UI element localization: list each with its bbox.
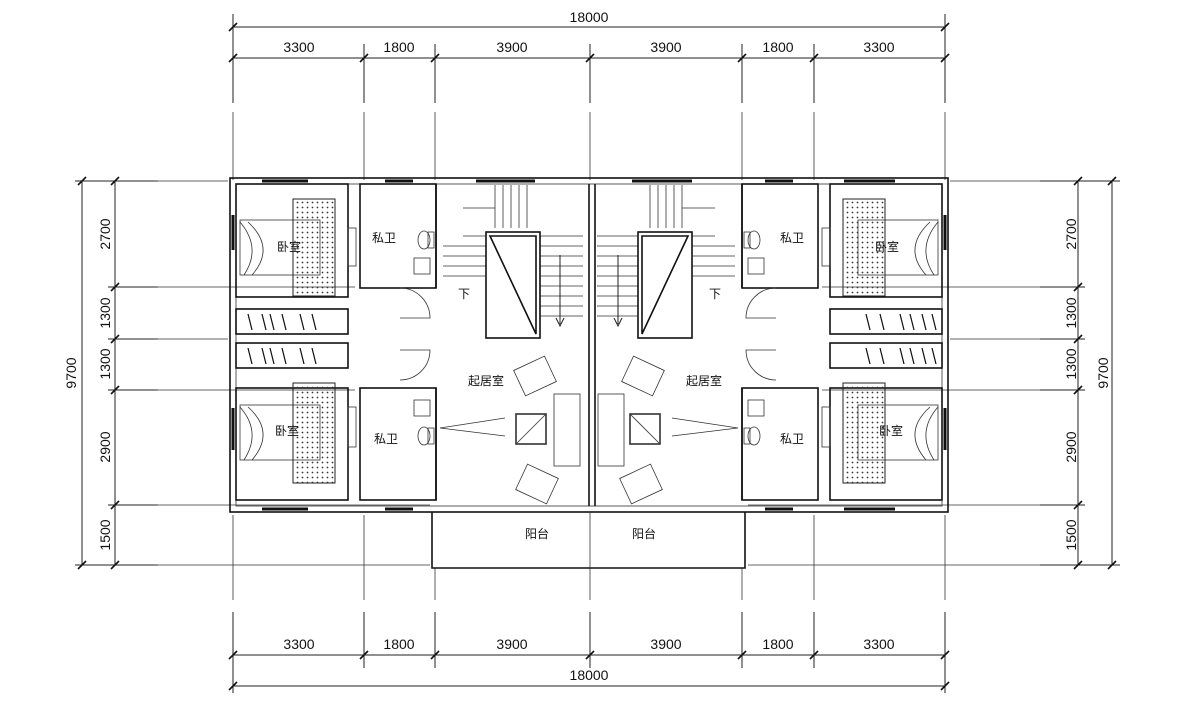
top-total-dimension: 18000 — [570, 9, 609, 25]
balcony-label-right: 阳台 — [632, 526, 656, 541]
bottom-dimension-chain: 3300 1800 3900 3900 1800 3300 18000 — [228, 612, 950, 693]
wardrobes — [247, 313, 937, 365]
top-dimension-chain: 18000 3300 1800 3900 3900 1800 3300 — [228, 9, 950, 103]
bottom-dim-6: 3300 — [863, 636, 894, 652]
bottom-dim-5: 1800 — [762, 636, 793, 652]
left-dim-2: 1300 — [97, 297, 113, 328]
stair-down-label-right: 下 — [709, 287, 721, 301]
right-dim-1: 2700 — [1063, 218, 1079, 249]
bottom-dim-3: 3900 — [496, 636, 527, 652]
top-dim-3: 3900 — [496, 39, 527, 55]
right-dim-3: 1300 — [1063, 348, 1079, 379]
bedroom-label-right-top: 卧室 — [875, 239, 899, 254]
bathroom-label-right-top: 私卫 — [780, 231, 804, 245]
left-dim-5: 1500 — [97, 519, 113, 550]
right-bottom-bed — [821, 382, 939, 484]
left-dimension-chain: 9700 2700 1300 1300 2900 1500 — [63, 176, 158, 570]
right-stair — [597, 185, 735, 339]
axis-lines — [155, 112, 1040, 600]
right-unit-walls — [741, 183, 943, 501]
right-total-dimension: 9700 — [1095, 357, 1111, 388]
top-dim-2: 1800 — [383, 39, 414, 55]
top-dim-6: 3300 — [863, 39, 894, 55]
left-dim-3: 1300 — [97, 348, 113, 379]
left-bottom-bed — [239, 382, 357, 484]
left-total-dimension: 9700 — [63, 357, 79, 388]
living-room-label-left: 起居室 — [468, 373, 504, 388]
top-dim-1: 3300 — [283, 39, 314, 55]
left-living-furniture — [439, 355, 581, 505]
left-top-bed — [239, 198, 357, 297]
bathroom-fixtures — [399, 230, 777, 446]
living-room-label-right: 起居室 — [686, 373, 722, 388]
right-dim-4: 2900 — [1063, 431, 1079, 462]
bottom-dim-4: 3900 — [650, 636, 681, 652]
bathroom-label-left-bottom: 私卫 — [374, 432, 398, 446]
left-dim-1: 2700 — [97, 218, 113, 249]
left-dim-4: 2900 — [97, 431, 113, 462]
bottom-total-dimension: 18000 — [570, 667, 609, 683]
top-dim-5: 1800 — [762, 39, 793, 55]
balcony-label-left: 阳台 — [525, 526, 549, 541]
right-dim-2: 1300 — [1063, 297, 1079, 328]
bathroom-label-right-bottom: 私卫 — [780, 432, 804, 446]
bottom-dim-2: 1800 — [383, 636, 414, 652]
left-stair — [443, 185, 583, 339]
right-dim-5: 1500 — [1063, 519, 1079, 550]
right-top-bed — [821, 198, 939, 297]
building-walls — [229, 177, 949, 569]
bathroom-label-left-top: 私卫 — [372, 231, 396, 245]
bedroom-label-right-bottom: 卧室 — [879, 423, 903, 438]
right-living-furniture — [597, 355, 739, 505]
bedroom-label-left-bottom: 卧室 — [275, 423, 299, 438]
bottom-dim-1: 3300 — [283, 636, 314, 652]
bedroom-label-left-top: 卧室 — [277, 239, 301, 254]
stair-down-label-left: 下 — [458, 287, 470, 301]
right-dimension-chain: 2700 1300 1300 2900 1500 9700 — [1040, 176, 1120, 570]
left-unit-walls — [235, 183, 437, 501]
top-dim-4: 3900 — [650, 39, 681, 55]
